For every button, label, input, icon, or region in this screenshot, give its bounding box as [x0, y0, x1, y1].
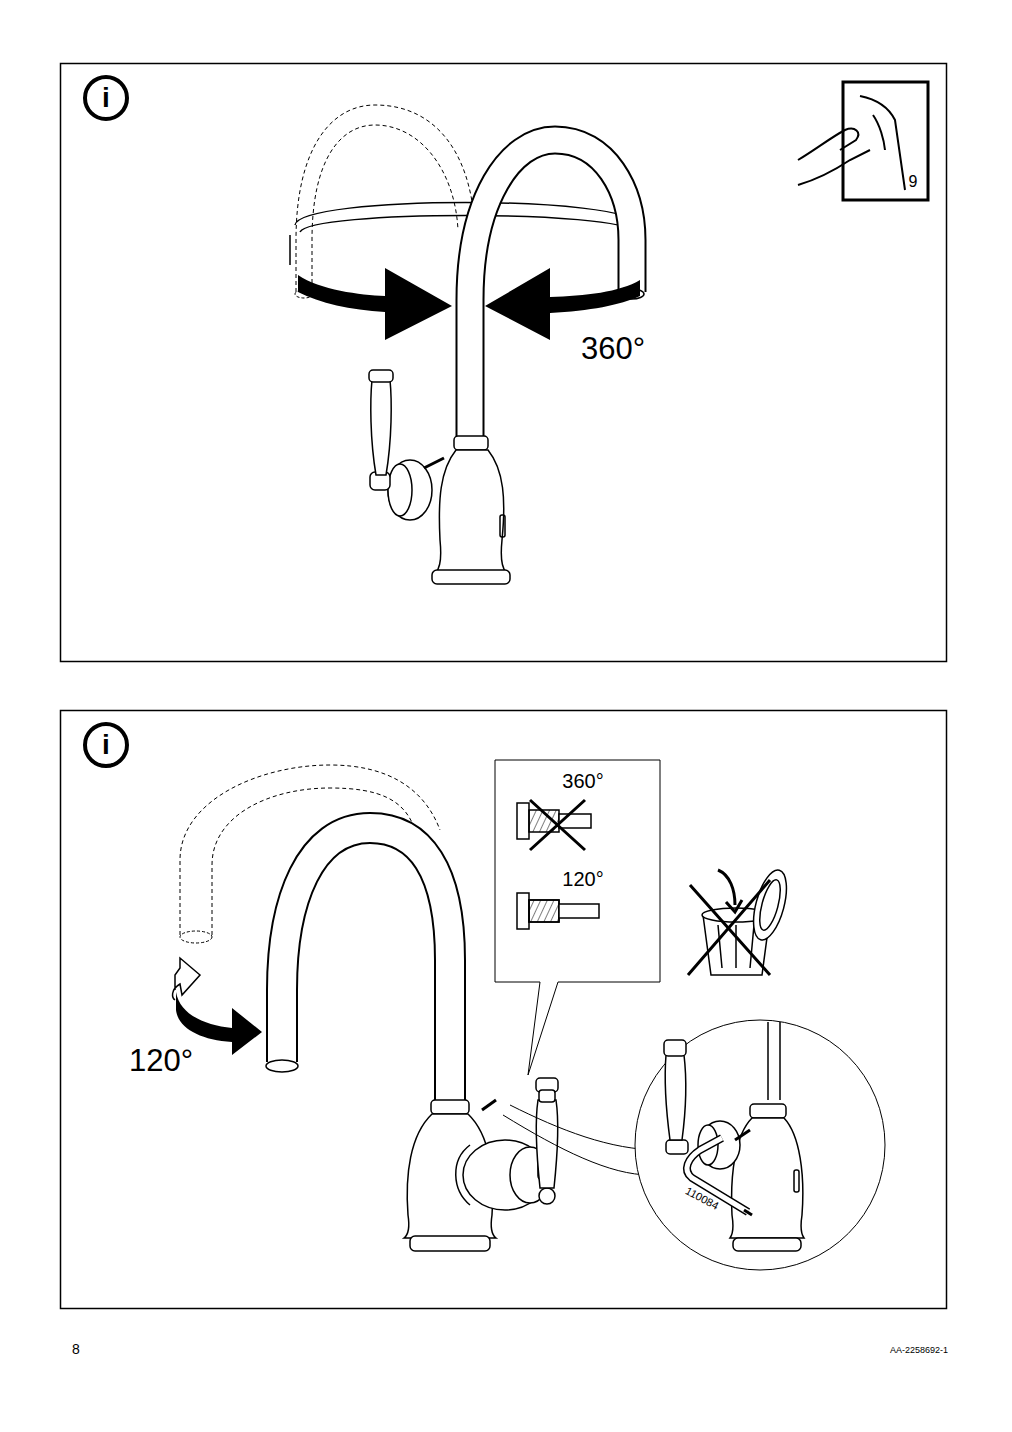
- page-number-icon: 9: [909, 174, 918, 190]
- rotation-angle: 360°: [562, 771, 603, 791]
- document-code: AA-2258692-1: [890, 1346, 948, 1355]
- info-icon-letter: i: [102, 731, 110, 759]
- rotation-angle: 360°: [581, 333, 645, 364]
- page-number: 8: [72, 1342, 80, 1356]
- rotation-angle: 120°: [129, 1045, 193, 1076]
- rotation-angle: 120°: [562, 869, 603, 889]
- info-icon-letter: i: [102, 84, 110, 112]
